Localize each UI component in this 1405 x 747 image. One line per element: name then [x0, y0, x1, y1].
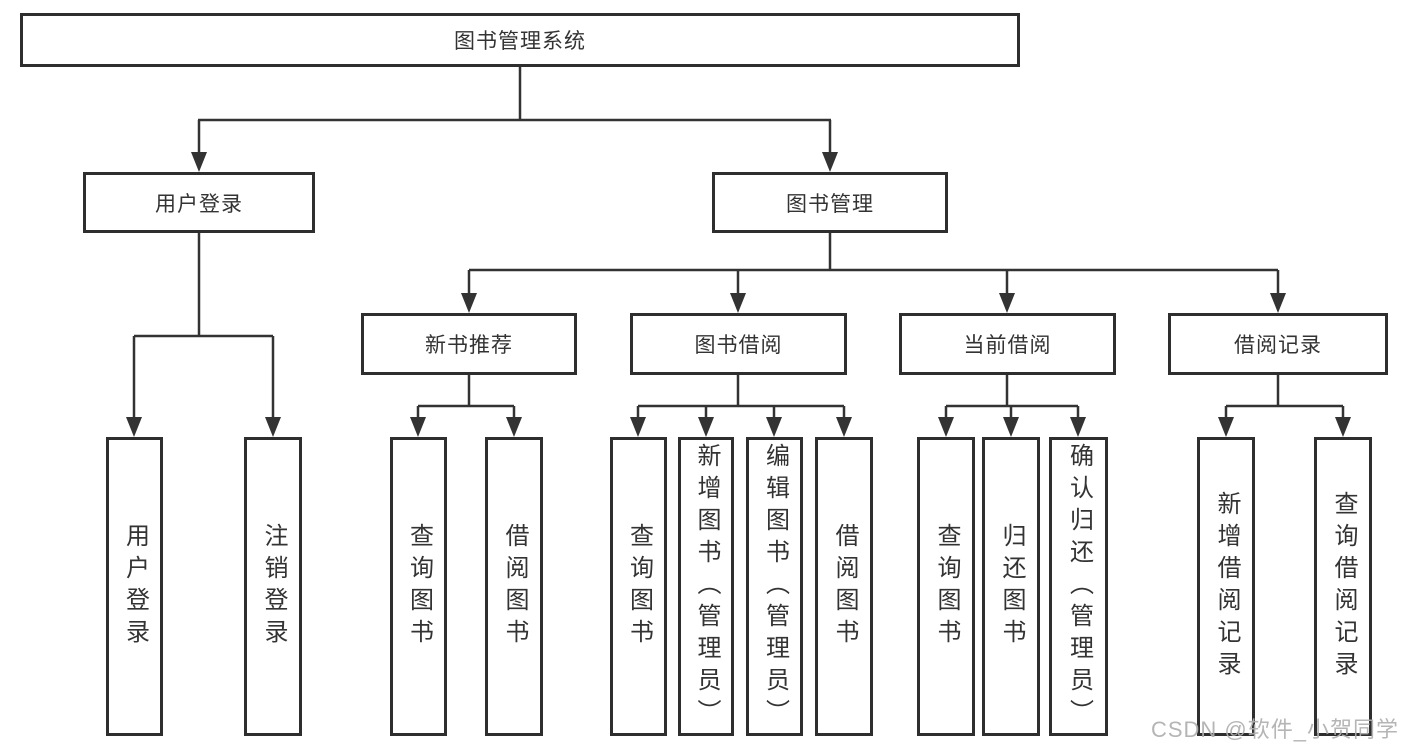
node-label: 查询图书: [405, 522, 433, 651]
node-leaf-confirm-return-admin: 确认归还（管理员）: [1049, 437, 1108, 736]
arrow-down-icon: [126, 417, 142, 437]
arrow-down-icon: [461, 293, 477, 313]
node-leaf-query-books: 查询图书: [610, 437, 667, 736]
arrow-down-icon: [999, 293, 1015, 313]
arrow-down-icon: [1070, 417, 1086, 437]
node-leaf-add-borrow-record: 新增借阅记录: [1197, 437, 1255, 736]
node-leaf-query-books: 查询图书: [390, 437, 447, 736]
arrow-down-icon: [766, 417, 782, 437]
arrow-down-icon: [1218, 417, 1234, 437]
node-label: 新增借阅记录: [1213, 490, 1240, 683]
node-leaf-query-books: 查询图书: [917, 437, 975, 736]
node-leaf-return-books: 归还图书: [982, 437, 1040, 736]
node-label: 图书借阅: [694, 334, 783, 357]
watermark: CSDN @软件_小贺同学: [1150, 717, 1399, 742]
node-current-borrowing: 当前借阅: [899, 313, 1116, 375]
node-leaf-add-books-admin: 新增图书（管理员）: [678, 437, 734, 736]
node-library-management-system: 图书管理系统: [20, 13, 1020, 67]
node-label: 编辑图书（管理员）: [761, 442, 789, 731]
arrow-down-icon: [698, 417, 714, 437]
node-label: 借阅记录: [1234, 334, 1322, 357]
node-label: 确认归还（管理员）: [1065, 442, 1093, 731]
node-label: 用户登录: [155, 192, 243, 216]
node-label: 新书推荐: [425, 334, 513, 357]
node-label: 查询图书: [933, 522, 960, 651]
node-leaf-borrow-books: 借阅图书: [815, 437, 873, 736]
arrow-down-icon: [938, 417, 954, 437]
arrow-down-icon: [730, 293, 746, 313]
node-label: 查询借阅记录: [1330, 490, 1357, 683]
node-label: 归还图书: [998, 522, 1025, 651]
node-label: 当前借阅: [963, 334, 1052, 357]
node-book-management: 图书管理: [712, 172, 948, 233]
node-new-book-recommendation: 新书推荐: [361, 313, 577, 375]
node-label: 图书管理系统: [454, 30, 586, 53]
arrow-down-icon: [822, 152, 838, 172]
arrow-down-icon: [1003, 417, 1019, 437]
arrow-down-icon: [265, 417, 281, 437]
node-label: 图书管理: [786, 192, 874, 216]
node-leaf-logout: 注销登录: [244, 437, 302, 736]
arrow-down-icon: [191, 152, 207, 172]
node-label: 用户登录: [121, 522, 149, 651]
node-label: 借阅图书: [501, 522, 528, 651]
node-borrowing-records: 借阅记录: [1168, 313, 1388, 375]
node-book-borrowing: 图书借阅: [630, 313, 847, 375]
node-leaf-edit-books-admin: 编辑图书（管理员）: [746, 437, 803, 736]
arrow-down-icon: [1270, 293, 1286, 313]
node-label: 新增图书（管理员）: [693, 442, 720, 731]
node-label: 注销登录: [260, 522, 287, 651]
arrow-down-icon: [630, 417, 646, 437]
arrow-down-icon: [1335, 417, 1351, 437]
node-label: 借阅图书: [831, 522, 858, 651]
node-user-login: 用户登录: [83, 172, 315, 233]
node-leaf-borrow-books: 借阅图书: [485, 437, 543, 736]
node-leaf-query-borrow-record: 查询借阅记录: [1314, 437, 1372, 736]
arrow-down-icon: [506, 417, 522, 437]
arrow-down-icon: [410, 417, 426, 437]
node-leaf-user-login: 用户登录: [106, 437, 163, 736]
arrow-down-icon: [836, 417, 852, 437]
node-label: 查询图书: [625, 522, 653, 651]
